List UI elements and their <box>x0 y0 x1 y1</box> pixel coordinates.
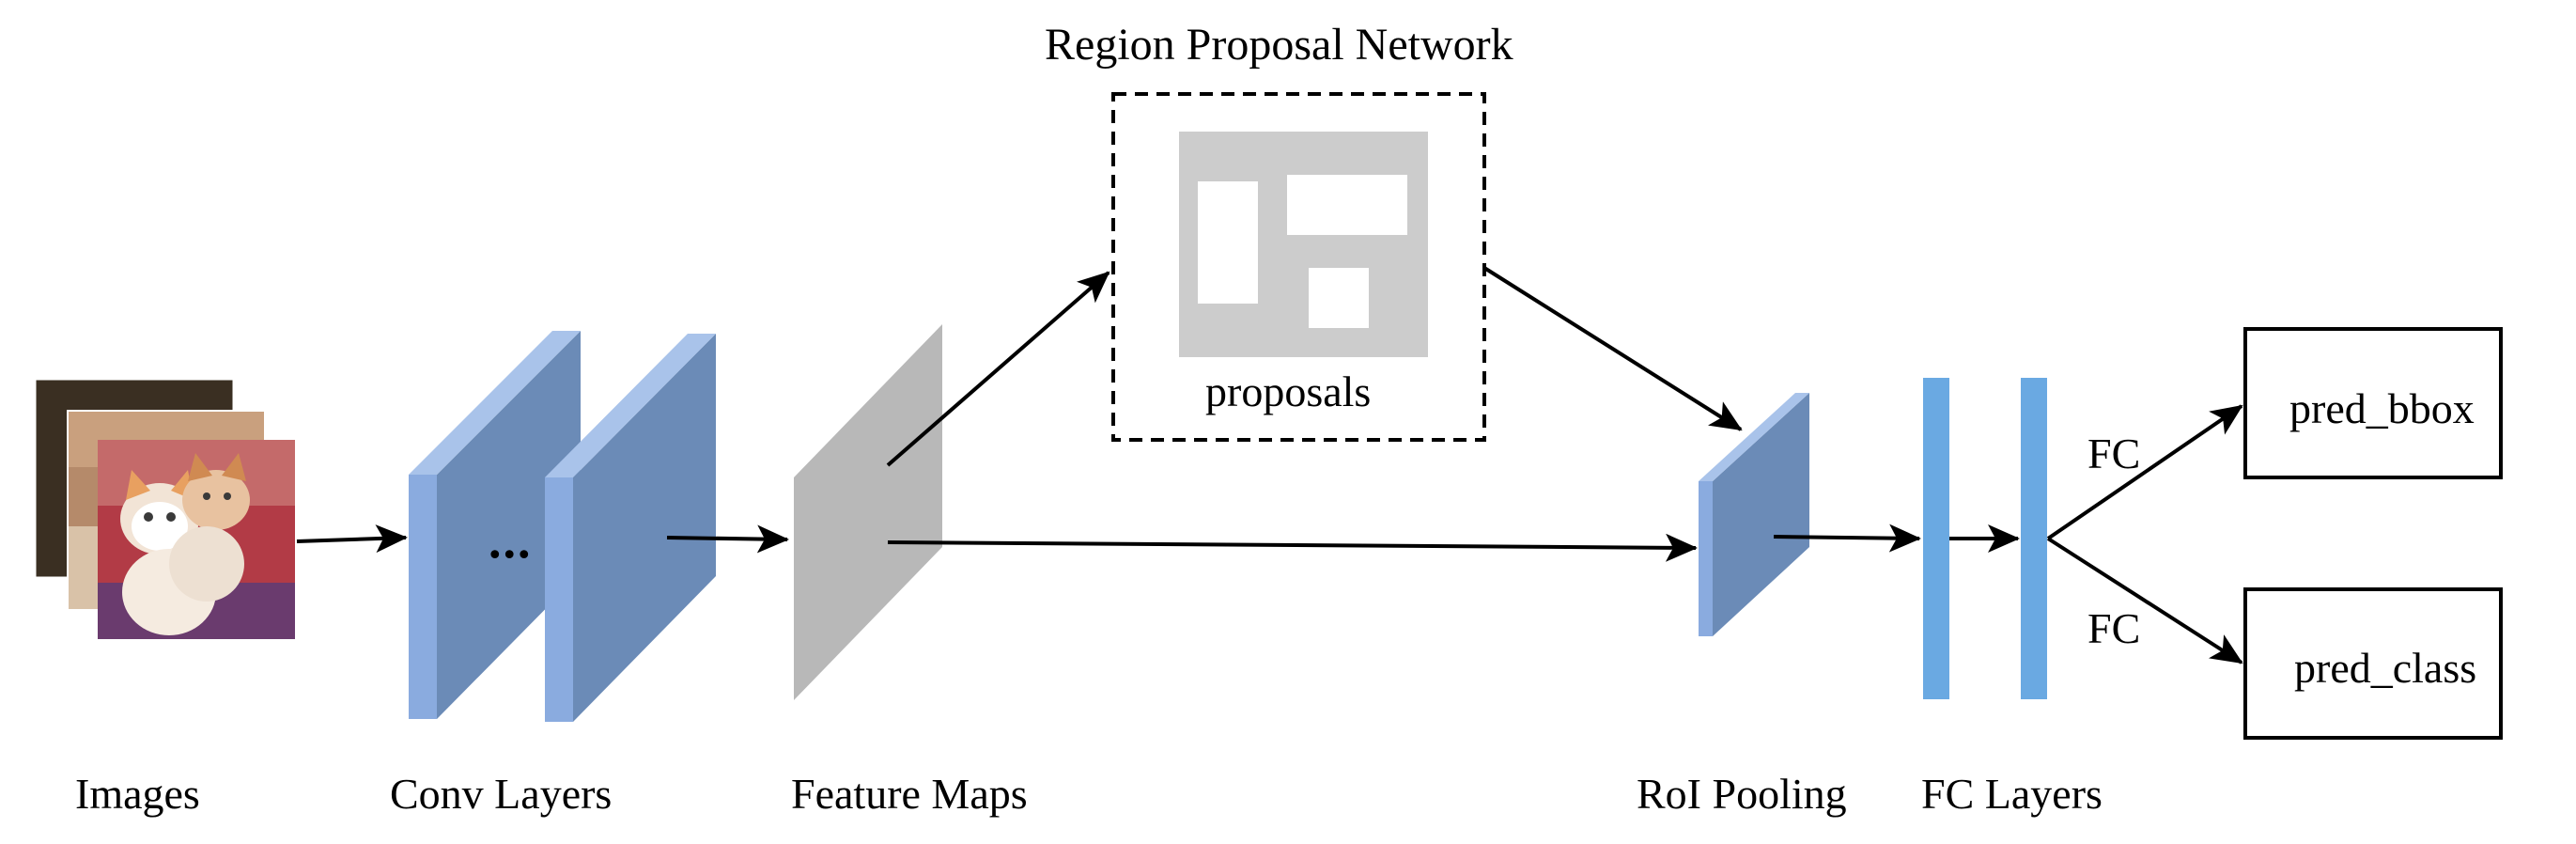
stage-label-images: Images <box>75 770 200 818</box>
rpn-title: Region Proposal Network <box>1045 20 1513 70</box>
pred-bbox-label: pred_bbox <box>2289 384 2475 432</box>
arrow-fc-to-class <box>2046 537 2243 664</box>
conv-layer-2 <box>545 334 716 722</box>
pred-class-label: pred_class <box>2294 644 2477 692</box>
pred-class-box <box>2243 587 2503 740</box>
fc-bar-1 <box>1923 378 1949 699</box>
arrow-roi-to-fc1 <box>1773 524 1921 553</box>
conv-layer-1 <box>409 331 581 719</box>
stage-label-roi-pooling: RoI Pooling <box>1637 770 1847 818</box>
stage-label-conv-layers: Conv Layers <box>390 770 613 818</box>
arrow-rpn-to-roi <box>1482 266 1743 431</box>
feature-map <box>794 324 942 700</box>
stage-label-feature-maps: Feature Maps <box>791 770 1028 818</box>
proposal-box <box>1198 181 1258 304</box>
arrows <box>296 266 2243 664</box>
proposals-panel <box>1179 132 1428 357</box>
fc-bar-2 <box>2021 378 2047 699</box>
arrow-feature-to-roi <box>887 533 1698 562</box>
pred-bbox-box <box>2243 327 2503 479</box>
arrow-feature-to-rpn <box>886 271 1110 467</box>
proposal-box <box>1287 175 1407 235</box>
fc-edge-label-upper: FC <box>2087 430 2141 477</box>
stage-label-fc-layers: FC Layers <box>1921 770 2103 818</box>
rpn-box <box>1111 92 1486 442</box>
conv-ellipsis: ... <box>489 512 533 569</box>
roi-pooling-layer <box>1699 393 1809 636</box>
proposal-box <box>1309 268 1369 328</box>
input-images <box>35 379 295 639</box>
arrow-conv-to-feature <box>666 524 789 554</box>
arrow-fc-to-bbox <box>2046 404 2243 540</box>
proposals-label: proposals <box>1205 367 1372 415</box>
kitten-photo <box>98 440 295 639</box>
fc-edge-label-lower: FC <box>2087 604 2141 652</box>
arrow-images-to-conv <box>296 524 408 554</box>
